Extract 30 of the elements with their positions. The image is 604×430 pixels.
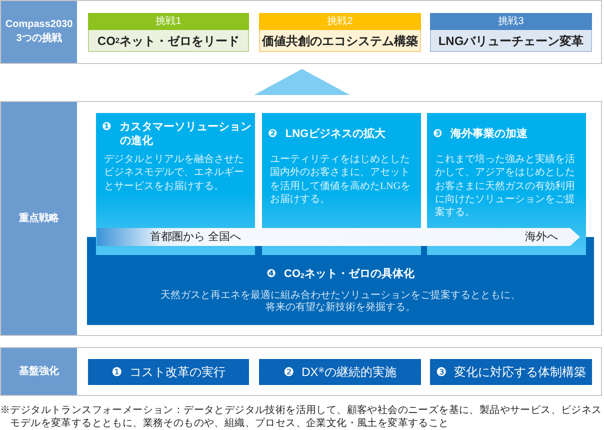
heading-bar: 挑戦1 (88, 13, 249, 30)
box-text: デジタルとリアルを融合させたビジネスモデルで、エネルギーとサービスをお届けする。 (104, 153, 245, 193)
band-text: 海外へ (525, 230, 558, 245)
section-panel (0, 347, 602, 396)
box-text: 天然ガスと再エネを最適に組み合わせたソリューションをご提案するとともに、将来の有望な新技術を発掘する。 (160, 290, 522, 314)
band-text: 首都圏から 全国へ (150, 230, 241, 245)
box-heading: ❶ カスタマーソリューションの進化 (102, 120, 252, 148)
box-text: これまで培った強みと実績を活かして、アジアをはじめとしたお客さまに天然ガスの有効利用に向けたソリューションをご提案する。 (435, 153, 576, 220)
box-text: ユーティリティをはじめとした国内外のお客さまに、アセットを活用して価値を高めたLNGをお届けする。 (270, 153, 412, 206)
challenge-box (430, 13, 592, 52)
box-heading: ❹ CO$_{2}$ネット・ゼロの具体化 (266, 267, 416, 282)
challenge-box (259, 13, 421, 52)
box-heading: ❸ 海外事業の加速 (433, 126, 528, 142)
challenge-box (88, 13, 249, 52)
arrow (254, 69, 350, 95)
footnote: ※デジタルトランスフォーメーション：データとデジタル技術を活用して、顧客や社会のニーズを基に、製品やサービス、ビジネスモデルを変革するとともに、業務そのものや、組織、プロセス、企業文化・風土を変革すること (0, 404, 603, 430)
action-box: ❷ DX$^{※}$の継続的実施 (259, 359, 421, 385)
heading-bar: 挑戦2 (259, 13, 421, 30)
section-panel (0, 101, 602, 336)
action-box: ❶ コスト改革の実行 (88, 359, 249, 385)
heading-bar: 挑戦3 (430, 13, 592, 30)
challenge-text: LNGバリューチェーン変革 (437, 32, 585, 50)
section-label: 重点戦略 (1, 102, 77, 335)
challenge-text: 価値共創のエコシステム構築 (260, 32, 419, 50)
arrow-band (97, 228, 580, 246)
box-heading: ❷ LNGビジネスの拡大 (268, 126, 387, 142)
section-panel (0, 0, 602, 64)
section-label: Compass2030 3つの挑戦 (1, 1, 77, 63)
section-label: 基盤強化 (1, 348, 77, 395)
action-box: ❸ 変化に対応する体制構築 (430, 359, 592, 385)
